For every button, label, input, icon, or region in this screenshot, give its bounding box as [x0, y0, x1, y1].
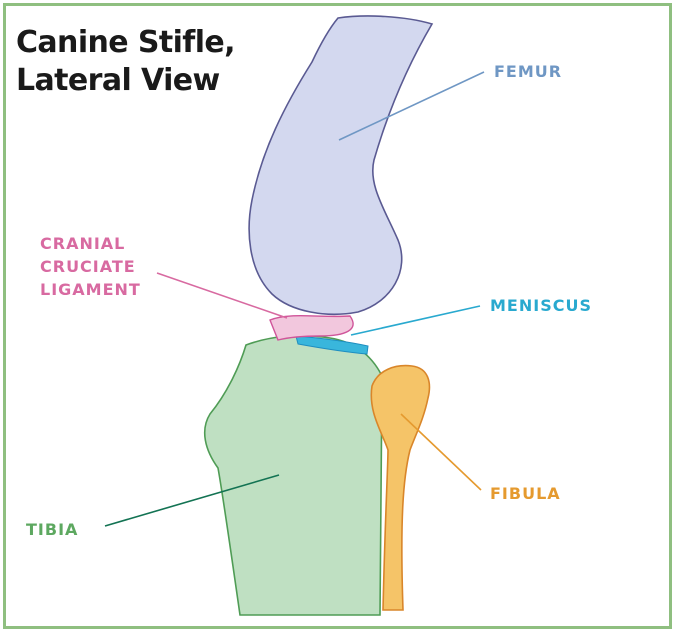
acl-label-line-2: CRUCIATE	[40, 257, 136, 276]
tibia-label: TIBIA	[26, 520, 79, 539]
meniscus-shape	[295, 335, 369, 355]
cranial-cruciate-leader-line	[156, 272, 288, 319]
cranial-cruciate-ligament-label: CRANIAL CRUCIATE LIGAMENT	[40, 232, 141, 301]
cranial-cruciate-ligament	[269, 315, 354, 341]
femur-leader-line	[338, 71, 485, 141]
acl-label-line-1: CRANIAL	[40, 234, 126, 253]
acl-label-line-3: LIGAMENT	[40, 280, 141, 299]
meniscus-label: MENISCUS	[490, 296, 592, 315]
tibia-bone	[203, 334, 383, 616]
fibula-label: FIBULA	[490, 484, 561, 503]
femur-label: FEMUR	[494, 62, 563, 81]
title-line-2: Lateral View	[16, 63, 220, 98]
tibia-leader-line	[104, 474, 280, 527]
title-line-1: Canine Stifle,	[16, 25, 236, 60]
fibula-leader-line	[400, 413, 482, 491]
meniscus-leader-line	[350, 305, 481, 336]
femur-bone	[248, 15, 434, 315]
diagram-title: Canine Stifle, Lateral View	[16, 24, 236, 100]
